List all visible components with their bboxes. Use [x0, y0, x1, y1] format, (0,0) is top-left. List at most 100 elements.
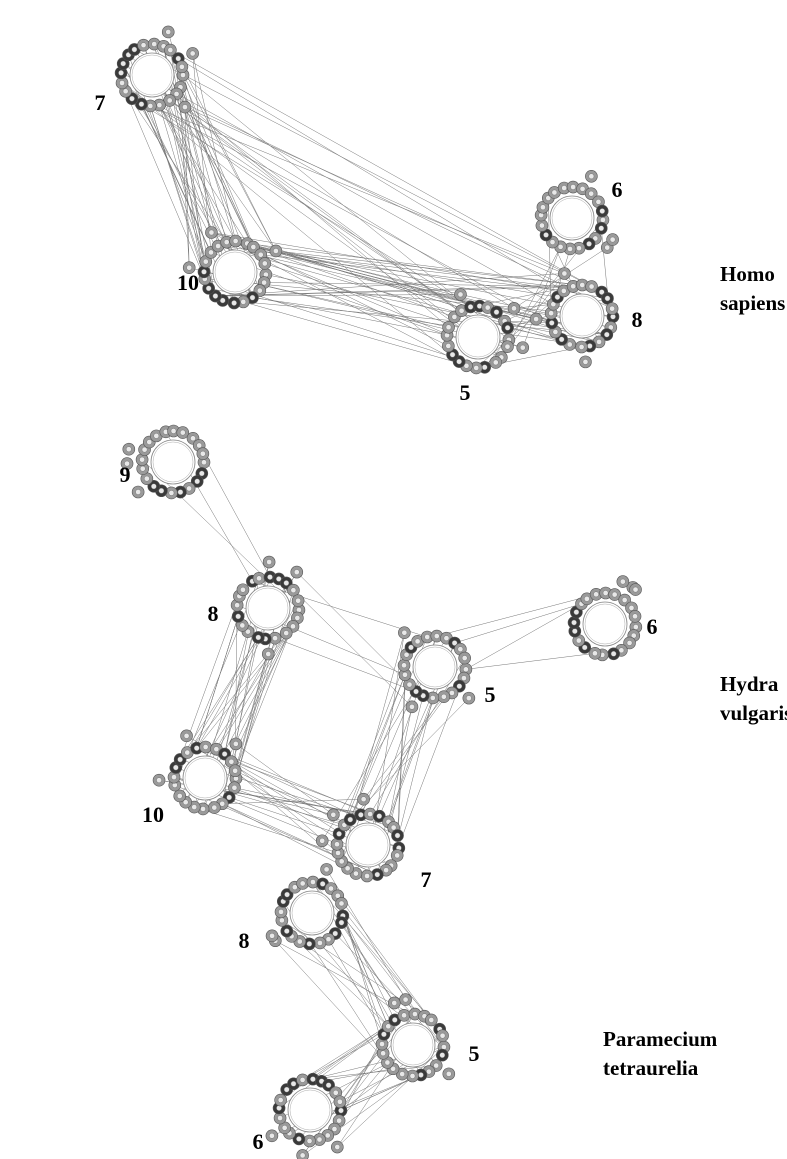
- network-node-center: [226, 794, 232, 801]
- cluster-core-ring: [247, 587, 289, 629]
- network-node-center: [451, 314, 458, 320]
- network-node-center: [592, 235, 599, 242]
- network-node-center: [223, 239, 230, 245]
- network-node-center: [156, 777, 162, 784]
- network-node-center: [402, 996, 409, 1003]
- network-node-center: [240, 299, 247, 305]
- network-node-center: [401, 629, 408, 636]
- network-edge: [465, 653, 595, 670]
- network-node-center: [401, 662, 407, 669]
- cluster-core: [455, 314, 501, 360]
- network-node-center: [621, 597, 628, 603]
- network-node-center: [579, 282, 586, 288]
- network-node-center: [571, 619, 577, 626]
- network-node-center: [338, 1107, 344, 1114]
- network-node-center: [290, 1080, 297, 1087]
- network-node-center: [119, 80, 125, 86]
- cluster-core-ring: [214, 251, 256, 293]
- network-node-center: [186, 264, 193, 271]
- cluster-core: [390, 1022, 436, 1068]
- network-node-center: [296, 938, 303, 945]
- cluster-core: [412, 644, 458, 690]
- network-node-center: [456, 358, 462, 365]
- network-node-center: [273, 248, 279, 254]
- cluster-size-label: 5: [468, 1041, 480, 1066]
- cluster-5: [440, 288, 530, 375]
- network-node-center: [611, 591, 618, 598]
- network-node-center: [566, 341, 573, 348]
- network-node-center: [306, 941, 313, 947]
- network-node-center: [294, 615, 301, 621]
- network-edge: [264, 282, 574, 287]
- network-node-center: [279, 917, 285, 924]
- network-edge: [211, 232, 608, 299]
- network-node-center: [290, 587, 297, 594]
- cluster-size-label: 10: [177, 270, 199, 295]
- cluster-6: [265, 1072, 348, 1159]
- network-node-center: [604, 295, 611, 302]
- network-node-center: [265, 651, 272, 657]
- network-node-center: [461, 655, 468, 661]
- network-node-center: [493, 309, 500, 315]
- network-node-center: [189, 50, 196, 57]
- network-node-center: [266, 559, 272, 565]
- network-node-center: [167, 47, 174, 53]
- cluster-core-ring: [347, 824, 389, 866]
- network-edge: [465, 603, 582, 670]
- species-name-line1: Paramecium: [603, 1027, 718, 1051]
- network-node-center: [124, 460, 130, 467]
- network-node-center: [401, 1012, 407, 1019]
- network-node-center: [269, 1132, 275, 1139]
- network-node-center: [390, 1065, 396, 1072]
- network-node-center: [593, 591, 599, 598]
- network-node-center: [171, 774, 177, 780]
- network-node-center: [332, 1089, 339, 1096]
- network-node-center: [595, 199, 602, 205]
- cluster-size-label: 9: [119, 462, 131, 487]
- network-node-center: [466, 695, 472, 701]
- cluster-size-label: 8: [238, 928, 250, 953]
- network-node-center: [153, 433, 160, 439]
- cluster-size-label: 8: [207, 601, 219, 626]
- cluster-core: [150, 439, 196, 485]
- network-node-center: [235, 613, 241, 620]
- network-edge: [507, 246, 561, 347]
- network-node-center: [402, 671, 408, 678]
- network-node-center: [445, 324, 452, 331]
- network-edge: [123, 63, 554, 305]
- network-node-center: [461, 675, 467, 681]
- cluster-core: [289, 890, 335, 936]
- network-node-center: [158, 487, 165, 494]
- network-node-center: [200, 450, 206, 457]
- cluster-core-ring: [551, 197, 593, 239]
- network-node-center: [199, 470, 205, 477]
- network-node-center: [573, 609, 580, 615]
- network-node-center: [633, 624, 639, 630]
- network-node-center: [146, 439, 153, 445]
- network-node-center: [552, 329, 559, 335]
- network-node-center: [208, 229, 215, 236]
- network-node-center: [358, 812, 364, 818]
- species-label-homo-sapiens: Homo sapiens: [720, 260, 785, 318]
- network-edge: [243, 301, 477, 369]
- network-edge: [170, 49, 602, 293]
- network-node-center: [194, 478, 200, 485]
- network-node-center: [201, 459, 207, 466]
- network-edge: [286, 930, 389, 1027]
- network-edge: [265, 274, 600, 343]
- network-edge: [234, 770, 348, 869]
- network-node-center: [156, 102, 163, 108]
- network-edge: [281, 920, 432, 1021]
- network-edge: [211, 232, 467, 366]
- network-node-center: [184, 749, 191, 756]
- network-node-center: [212, 293, 219, 299]
- network-node-center: [519, 344, 526, 351]
- cluster-size-label: 5: [459, 380, 471, 405]
- network-node-center: [168, 490, 175, 496]
- network-edge: [170, 49, 277, 252]
- network-node-center: [334, 841, 340, 848]
- network-node-center: [367, 811, 373, 817]
- nodes-layer: [114, 25, 643, 1159]
- cluster-size-label: 7: [94, 90, 106, 115]
- network-node-center: [463, 362, 470, 369]
